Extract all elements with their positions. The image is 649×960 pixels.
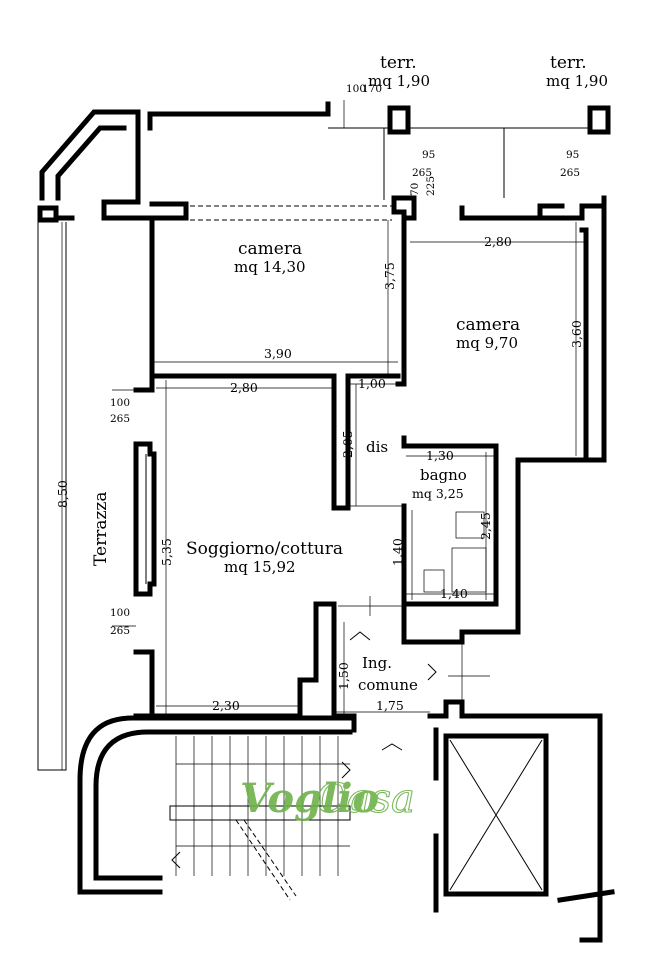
dim-sogg-w2: 2,30 bbox=[212, 698, 240, 713]
wall-camera-divider bbox=[391, 195, 407, 387]
wall-stub bbox=[37, 205, 59, 223]
dim-bagno-left: 1,40 bbox=[390, 538, 405, 566]
wall-right-bagno bbox=[515, 457, 589, 635]
labels: terr. mq 1,90 terr. mq 1,90 camera mq 14… bbox=[91, 53, 608, 694]
dim-bagno-h: 2,45 bbox=[478, 512, 493, 540]
dim-terrazza: 8,50 bbox=[55, 480, 70, 508]
wall-sogg-lower bbox=[133, 649, 155, 719]
dim-win-sogg2-b: 265 bbox=[110, 625, 130, 637]
wall-bagno-bottom bbox=[401, 601, 521, 645]
dim-ing-h: 1,50 bbox=[336, 662, 351, 690]
label-terr-right: terr. bbox=[550, 53, 587, 73]
wall-ingresso-right bbox=[427, 699, 603, 943]
wall-stair-outer bbox=[77, 715, 353, 895]
wall-divider-head bbox=[391, 195, 417, 221]
wall-corner-inner bbox=[55, 125, 127, 201]
dim-win-sogg2-a: 100 bbox=[110, 607, 130, 619]
label-bagno: bagno bbox=[420, 466, 467, 484]
elevator-shaft bbox=[443, 733, 549, 897]
dim-camera2-h: 3,60 bbox=[569, 320, 584, 348]
dim-bagno-w2: 1,40 bbox=[440, 586, 468, 601]
label-camera1-area: mq 14,30 bbox=[234, 258, 306, 276]
stair-treads bbox=[169, 736, 351, 901]
dim-camera2-w: 2,80 bbox=[484, 234, 512, 249]
dim-win-top-a: 100 bbox=[346, 83, 366, 95]
bagno-shower bbox=[451, 547, 487, 593]
dim-dis-w: 1,00 bbox=[358, 376, 386, 391]
wall-camera-stub bbox=[149, 201, 189, 221]
pillar-top-left bbox=[387, 105, 411, 135]
dim-ing-w: 1,75 bbox=[376, 698, 404, 713]
dim-win-sogg1-a: 100 bbox=[110, 397, 130, 409]
arrow-right-stair bbox=[341, 761, 351, 779]
label-soggiorno-area: mq 15,92 bbox=[224, 558, 296, 576]
wall-sogg-topleft bbox=[133, 373, 155, 393]
label-terr-left-area: mq 1,90 bbox=[368, 72, 430, 90]
label-dis: dis bbox=[366, 438, 388, 456]
dim-camera1-w: 3,90 bbox=[264, 346, 292, 361]
wall-corner-terrace bbox=[39, 109, 141, 201]
arrow-left-stair bbox=[171, 851, 181, 869]
dim-win-top-b: 170 bbox=[362, 83, 382, 95]
label-terr-right-area: mq 1,90 bbox=[546, 72, 608, 90]
dim-sogg-h: 5,35 bbox=[159, 538, 174, 566]
dim-win-cam1-d: 225 bbox=[425, 176, 437, 196]
label-bagno-area: mq 3,25 bbox=[412, 486, 464, 501]
terrace-railing bbox=[37, 222, 67, 771]
label-soggiorno: Soggiorno/cottura bbox=[186, 539, 343, 559]
dim-camera1-h: 3,75 bbox=[382, 262, 397, 290]
label-ingresso-1: Ing. bbox=[362, 654, 392, 672]
elevator-cross-b bbox=[449, 739, 543, 891]
arrow-right-ing bbox=[427, 663, 437, 681]
dim-sogg-w: 2,80 bbox=[230, 380, 258, 395]
dim-win-sogg1-b: 265 bbox=[110, 413, 130, 425]
wall-left-camera bbox=[101, 125, 155, 379]
dim-win-cam1-c: 70 bbox=[409, 183, 421, 196]
label-terr-left: terr. bbox=[380, 53, 417, 73]
wall-top-camera2-step bbox=[537, 203, 565, 221]
arrow-up-stair bbox=[381, 743, 403, 751]
dim-win-cam2-a: 95 bbox=[566, 149, 579, 161]
watermark-logo: Voglio Casa bbox=[240, 775, 415, 823]
dim-dis-h: 2,05 bbox=[340, 430, 355, 458]
wall-bagno bbox=[401, 435, 499, 607]
bagno-wc bbox=[423, 569, 445, 593]
label-camera1: camera bbox=[238, 239, 302, 259]
label-camera2-area: mq 9,70 bbox=[456, 334, 518, 352]
wall-stair-inner bbox=[93, 729, 353, 881]
wall-camera1-bottom bbox=[149, 373, 401, 511]
wall-top-camera2 bbox=[459, 195, 607, 221]
dimensions: 8,50 3,90 3,75 2,80 3,60 2,80 5,35 2,30 … bbox=[55, 83, 584, 713]
label-ingresso-2: comune bbox=[358, 676, 418, 694]
bagno-sink bbox=[455, 511, 485, 539]
wall-bottom-right bbox=[557, 889, 615, 903]
label-terrazza: Terrazza bbox=[91, 491, 111, 566]
dim-bagno-w: 1,30 bbox=[426, 448, 454, 463]
wall-top-camera bbox=[147, 101, 331, 131]
watermark-part2: Casa bbox=[316, 776, 415, 822]
details bbox=[37, 100, 590, 901]
label-camera2: camera bbox=[456, 315, 520, 335]
watermark-part1: Voglio bbox=[240, 775, 379, 822]
dim-win-cam1-a: 95 bbox=[422, 149, 435, 161]
dim-win-cam1-b: 265 bbox=[412, 167, 432, 179]
arrow-up-ing bbox=[349, 631, 371, 641]
wall-right-camera2 bbox=[579, 195, 607, 463]
dim-win-cam2-b: 265 bbox=[560, 167, 580, 179]
pillar-top-right bbox=[587, 105, 611, 135]
wall-sogg-window-jamb bbox=[133, 441, 157, 597]
